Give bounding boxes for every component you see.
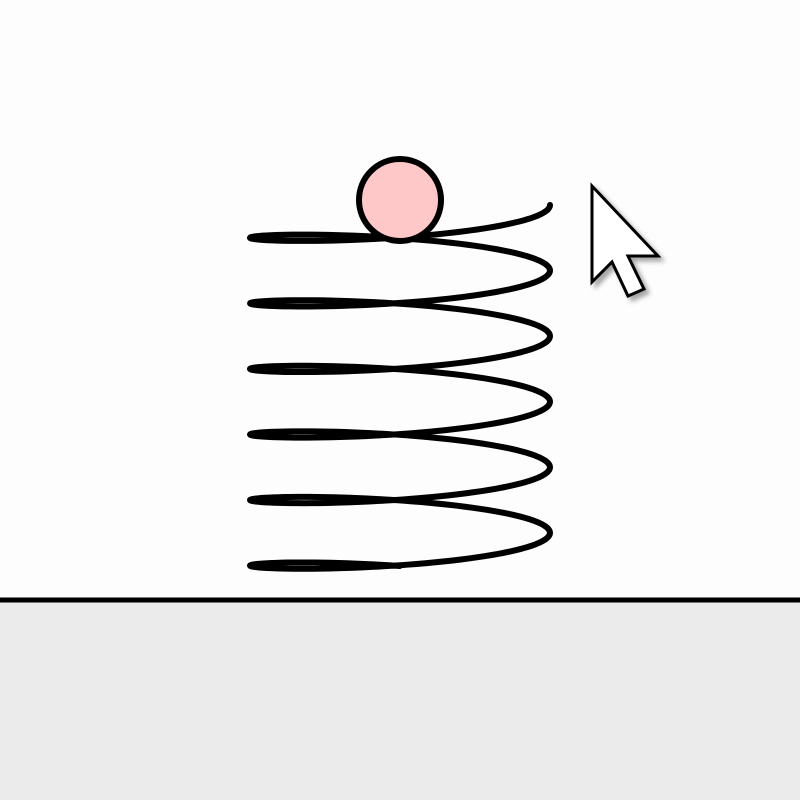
ball[interactable] xyxy=(356,156,444,244)
spring[interactable] xyxy=(247,202,553,572)
mouse-pointer-icon xyxy=(590,182,662,298)
ground xyxy=(0,600,800,800)
